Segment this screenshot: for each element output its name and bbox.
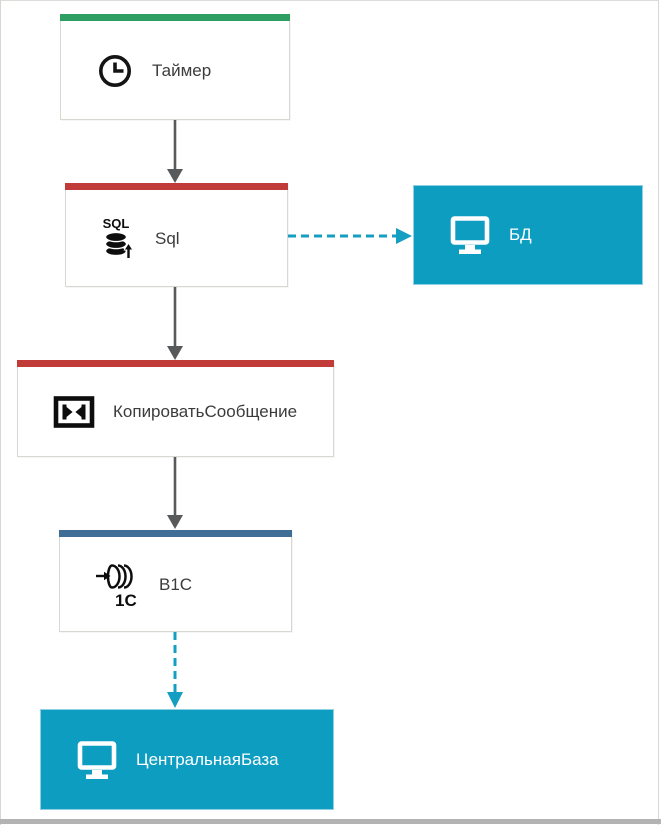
node-copy-message[interactable]: КопироватьСообщение bbox=[17, 360, 334, 457]
node-timer-accent-bar bbox=[60, 14, 290, 21]
node-b1c[interactable]: 1С В1С bbox=[59, 530, 292, 632]
node-timer-label: Таймер bbox=[152, 60, 212, 80]
node-b1c-label: В1С bbox=[159, 574, 193, 594]
svg-text:SQL: SQL bbox=[103, 216, 130, 231]
monitor-icon bbox=[75, 740, 119, 780]
pipeline-1c-icon: 1С bbox=[94, 561, 142, 609]
connector-timer-to-sql[interactable] bbox=[165, 120, 185, 184]
node-bd[interactable]: БД bbox=[413, 185, 643, 285]
connector-sql-to-copy[interactable] bbox=[165, 287, 185, 361]
node-sql-accent-bar bbox=[65, 183, 288, 190]
sql-database-icon: SQL bbox=[100, 216, 138, 262]
node-copy-message-accent-bar bbox=[17, 360, 334, 367]
connector-b1c-to-central[interactable] bbox=[165, 632, 185, 709]
node-b1c-accent-bar bbox=[59, 530, 292, 537]
node-bd-label: БД bbox=[509, 225, 532, 244]
monitor-icon bbox=[448, 215, 492, 255]
connector-sql-to-bd[interactable] bbox=[288, 226, 413, 246]
node-central-base-label: ЦентральнаяБаза bbox=[136, 749, 279, 769]
map-transform-icon bbox=[52, 393, 96, 431]
node-sql-label: Sql bbox=[155, 228, 180, 248]
node-sql[interactable]: SQL Sql bbox=[65, 183, 288, 287]
horizontal-scrollbar[interactable] bbox=[0, 819, 661, 824]
node-central-base[interactable]: ЦентральнаяБаза bbox=[40, 709, 334, 810]
connector-copy-to-b1c[interactable] bbox=[165, 457, 185, 530]
svg-text:1С: 1С bbox=[115, 591, 137, 609]
node-copy-message-label: КопироватьСообщение bbox=[113, 402, 298, 421]
clock-icon bbox=[95, 51, 135, 91]
node-timer[interactable]: Таймер bbox=[60, 14, 290, 120]
